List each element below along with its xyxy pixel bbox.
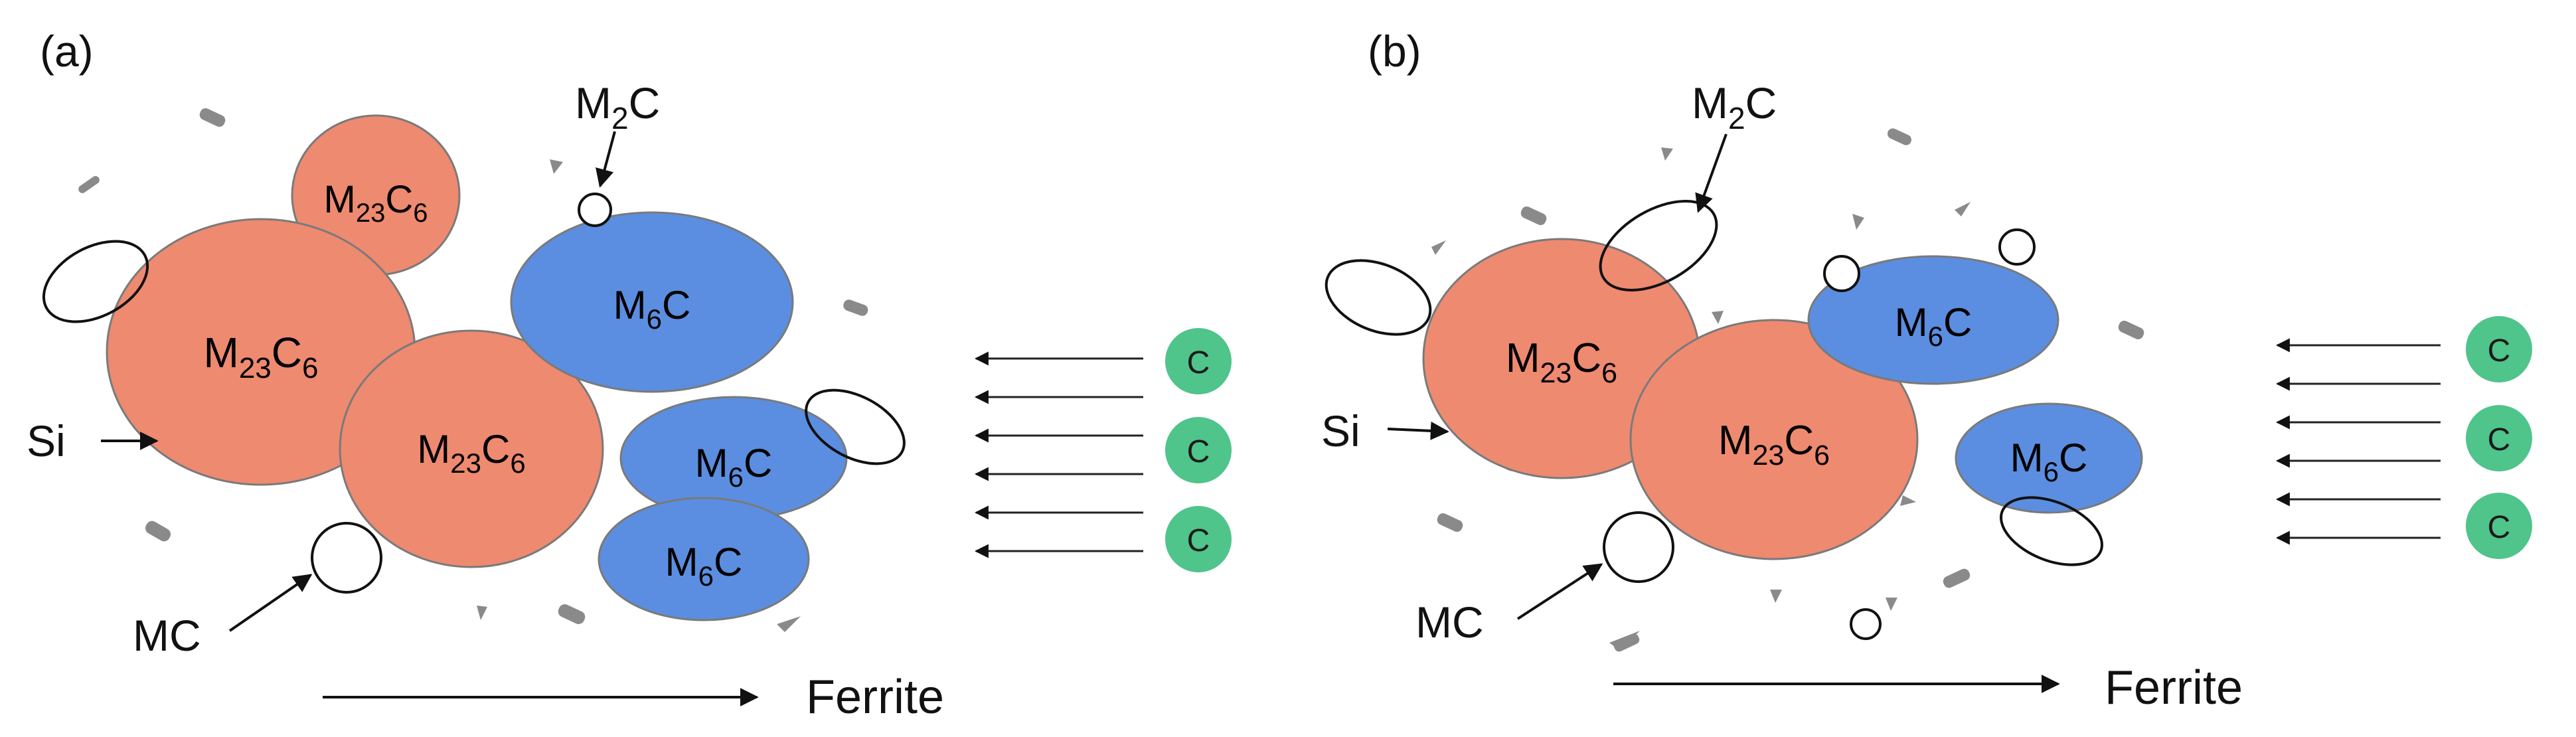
mc-particle bbox=[1603, 511, 1674, 583]
m23c6-left-b: M23C6 bbox=[1422, 238, 1701, 479]
particle bbox=[1852, 214, 1864, 230]
particle bbox=[1520, 206, 1547, 225]
mc-arrow-b bbox=[1516, 563, 1603, 620]
m2c-label-a: M2C bbox=[575, 78, 660, 135]
m2c-label-b: M2C bbox=[1692, 78, 1777, 135]
carbon-atom-label: C bbox=[1187, 523, 1210, 558]
ferrite-label-b: Ferrite bbox=[2105, 661, 2243, 714]
m6c-right-b: M6C bbox=[1955, 402, 2143, 514]
svg-text:M6C: M6C bbox=[695, 441, 773, 493]
m6c-top-b: M6C bbox=[1807, 255, 2059, 385]
carbon-atoms-b: C C C bbox=[2466, 316, 2532, 559]
particle bbox=[1431, 240, 1446, 255]
m23c6-center-a: M23C6 bbox=[339, 329, 604, 568]
particle bbox=[477, 606, 487, 620]
panel-b-tag: (b) bbox=[1368, 27, 1421, 76]
carbon-atom bbox=[2466, 405, 2532, 471]
mc-particle bbox=[1823, 255, 1860, 292]
particle bbox=[1886, 598, 1897, 611]
particle bbox=[1437, 513, 1463, 532]
carbon-atom-label: C bbox=[2488, 422, 2511, 457]
carbon-atom-label: C bbox=[1187, 434, 1210, 469]
panel-a: (a) M23C6 M23C6 M23C6 M6C bbox=[27, 27, 1232, 724]
mc-label-b: MC bbox=[1415, 598, 1484, 647]
svg-text:M23C6: M23C6 bbox=[417, 427, 525, 479]
particle bbox=[550, 159, 563, 174]
particle bbox=[1770, 590, 1782, 603]
mc-particle bbox=[1998, 228, 2036, 266]
mc-label-a: MC bbox=[133, 611, 201, 660]
carbon-atom bbox=[2466, 316, 2532, 382]
svg-text:M6C: M6C bbox=[613, 283, 691, 335]
svg-text:M23C6: M23C6 bbox=[204, 329, 319, 384]
m2c-particle-outline bbox=[42, 240, 149, 323]
m23c6-left-a: M23C6 bbox=[106, 218, 416, 486]
particle bbox=[145, 521, 171, 542]
svg-text:M23C6: M23C6 bbox=[1506, 335, 1617, 389]
carbon-atom-label: C bbox=[2488, 510, 2511, 545]
svg-text:M6C: M6C bbox=[2010, 436, 2088, 487]
m2c-arrow-b bbox=[1695, 133, 1728, 213]
particle bbox=[1609, 631, 1640, 651]
particle bbox=[2118, 321, 2144, 339]
ferrite-label-a: Ferrite bbox=[806, 671, 944, 724]
m2c-particle-outline bbox=[2000, 496, 2103, 566]
carbon-atom bbox=[1165, 328, 1232, 394]
mc-particle bbox=[311, 522, 382, 594]
panel-a-particles bbox=[78, 108, 868, 632]
m2c-particle-outline bbox=[1325, 259, 1432, 336]
particle bbox=[777, 616, 801, 632]
mc-particle bbox=[1850, 608, 1882, 640]
particle bbox=[558, 604, 586, 624]
m6c-top-a: M6C bbox=[510, 211, 794, 393]
svg-text:M6C: M6C bbox=[1895, 300, 1972, 352]
panel-a-tag: (a) bbox=[40, 27, 94, 76]
panel-b: (b) M23C6 M23C6 bbox=[1321, 27, 2532, 714]
particle bbox=[1955, 202, 1971, 216]
particle bbox=[1661, 147, 1673, 161]
m6c-bottom-a: M6C bbox=[598, 497, 810, 621]
carbon-atom-label: C bbox=[2488, 333, 2511, 368]
particle bbox=[1712, 311, 1724, 324]
svg-text:M23C6: M23C6 bbox=[1718, 418, 1830, 471]
particle bbox=[1943, 568, 1971, 588]
mc-arrow-a bbox=[228, 574, 313, 632]
carbon-flux-arrows-b bbox=[2275, 338, 2441, 545]
si-label-b: Si bbox=[1321, 406, 1360, 455]
particle bbox=[199, 108, 226, 127]
m2c-particle-outline bbox=[805, 388, 906, 465]
m2c-arrow-a bbox=[596, 131, 616, 188]
carbon-atom bbox=[1165, 417, 1232, 483]
carbon-atom-label: C bbox=[1187, 345, 1210, 380]
particle bbox=[1888, 128, 1911, 145]
si-label-a: Si bbox=[27, 416, 66, 465]
mc-particle bbox=[578, 193, 612, 227]
m2c-particle-outline bbox=[1599, 199, 1718, 292]
svg-text:M23C6: M23C6 bbox=[324, 178, 428, 228]
particle bbox=[843, 299, 868, 316]
carbon-atom bbox=[2466, 493, 2532, 559]
particle bbox=[1900, 495, 1916, 506]
carbon-atom bbox=[1165, 506, 1232, 572]
m23c6-center-b: M23C6 bbox=[1629, 319, 1919, 560]
carbon-flux-arrows-a bbox=[974, 351, 1143, 558]
particle bbox=[78, 176, 100, 193]
si-arrow-b bbox=[1387, 421, 1449, 440]
svg-text:M6C: M6C bbox=[665, 540, 743, 592]
carbon-atoms-a: C C C bbox=[1165, 328, 1232, 572]
panel-b-particles bbox=[1431, 128, 2144, 652]
